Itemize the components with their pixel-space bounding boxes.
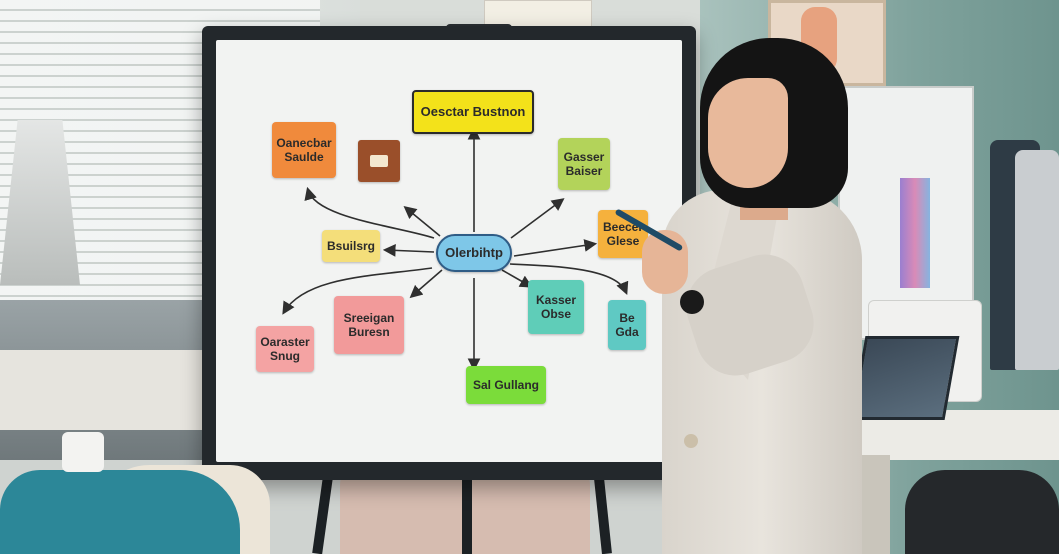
arrow-to-mid-left	[409, 269, 443, 299]
arrow-to-mid-right	[501, 269, 533, 288]
arrow-to-icon	[403, 205, 441, 237]
office-chair	[905, 470, 1059, 554]
arrow-to-bottom-left	[282, 267, 433, 315]
node-top-left: Oanecbar Saulde	[272, 122, 336, 178]
blazer-button	[684, 434, 698, 448]
title-node: Oesctar Bustnon	[412, 90, 534, 134]
diagram-arrows	[282, 126, 629, 372]
easel-leg-center	[462, 470, 472, 554]
laptop	[850, 336, 960, 420]
node-bottom-label: Sal Gullang	[472, 378, 539, 392]
display-monitor: Oesctar Bustnon Olerbihtp Oanecbar Sauld…	[202, 26, 696, 480]
arrow-to-top-left	[304, 186, 435, 239]
node-left: Bsuilsrg	[322, 230, 380, 262]
arrow-to-far-right	[509, 263, 629, 295]
fabric-swatches	[900, 178, 930, 288]
arrow-to-top-right	[510, 198, 565, 239]
node-top-left-label: Oanecbar Saulde	[276, 136, 332, 164]
woman-face	[708, 78, 788, 188]
cutting-table	[0, 350, 205, 430]
node-bottom-left-label: Oaraster Snug	[260, 335, 310, 363]
node-far-right: Be Gda	[608, 300, 646, 350]
node-top-right-label: Gasser Baiser	[563, 150, 605, 178]
node-mid-right: Kasser Obse	[528, 280, 584, 334]
node-top-right: Gasser Baiser	[558, 138, 610, 190]
smartwatch	[680, 290, 704, 314]
monitor-screen: Oesctar Bustnon Olerbihtp Oanecbar Sauld…	[216, 40, 682, 462]
arrow-to-left	[382, 244, 435, 257]
arrow-to-right	[513, 239, 598, 257]
node-mid-right-label: Kasser Obse	[535, 293, 577, 321]
node-far-right-label: Be Gda	[615, 311, 639, 339]
hanging-grey-garment	[1015, 150, 1059, 370]
node-left-label: Bsuilsrg	[326, 239, 375, 253]
teal-fabric	[0, 470, 240, 554]
building-icon	[358, 140, 400, 182]
center-node: Olerbihtp	[436, 234, 512, 272]
node-mid-left-label: Sreeigan Buresn	[343, 311, 395, 339]
easel-leg-left	[312, 469, 334, 554]
thread-spool	[62, 432, 104, 472]
node-mid-left: Sreeigan Buresn	[334, 296, 404, 354]
node-bottom: Sal Gullang	[466, 366, 546, 404]
node-bottom-left: Oaraster Snug	[256, 326, 314, 372]
title-node-label: Oesctar Bustnon	[420, 104, 526, 119]
center-node-label: Olerbihtp	[445, 245, 503, 260]
